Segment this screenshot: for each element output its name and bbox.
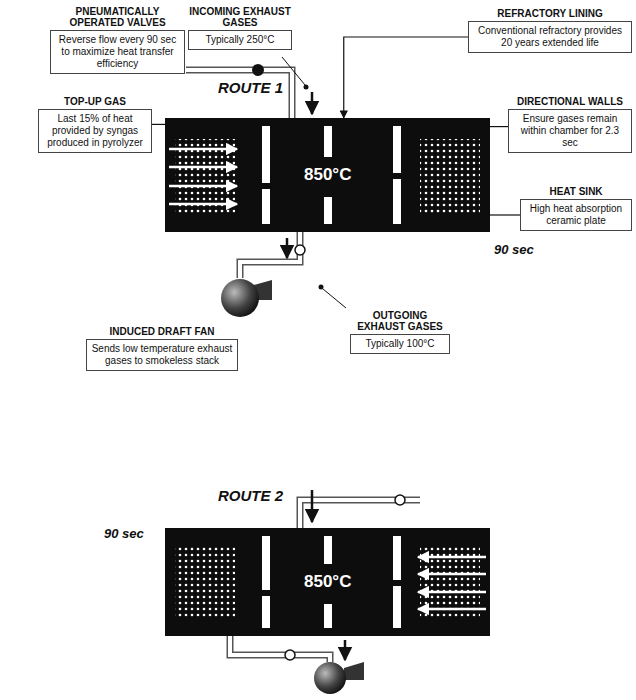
callout: TOP-UP GAS Last 15% of heat provided by s…: [38, 96, 152, 153]
fan-symbol: [314, 662, 364, 694]
cycle-time-label: 90 sec: [494, 242, 534, 257]
callout-heading: OUTGOING EXHAUST GASES: [350, 310, 450, 332]
callout-box: Reverse flow every 90 sec to maximize he…: [50, 30, 185, 74]
leader-line: [490, 126, 508, 127]
route-label: ROUTE 1: [218, 79, 283, 96]
callout-heading: TOP-UP GAS: [38, 96, 152, 107]
callout: INDUCED DRAFT FAN Sends low temperature e…: [86, 326, 238, 371]
callout: HEAT SINK High heat absorption ceramic pl…: [520, 186, 632, 231]
callout-heading: INCOMING EXHAUST GASES: [188, 6, 292, 28]
leader-dot: [319, 285, 324, 290]
cycle-time-label: 90 sec: [104, 526, 144, 541]
callout-box: Sends low temperature exhaust gases to s…: [86, 339, 238, 371]
valve-symbol: [395, 495, 405, 505]
callout: PNEUMATICALLY OPERATED VALVESReverse flo…: [50, 6, 185, 74]
leader-line: [282, 57, 305, 85]
flow-arrow: [311, 490, 314, 522]
valve-symbol: [252, 64, 264, 76]
callout-heading: REFRACTORY LINING: [468, 8, 632, 19]
callout-heading: HEAT SINK: [520, 186, 632, 197]
callout: REFRACTORY LINING Conventional refractory…: [468, 8, 632, 53]
duct: [230, 636, 330, 662]
callout-box: Last 15% of heat provided by syngas prod…: [38, 109, 152, 153]
callout-heading: PNEUMATICALLY OPERATED VALVES: [50, 6, 185, 28]
callout-box: Typically 100°C: [350, 334, 450, 354]
leader-dot: [304, 85, 309, 90]
callout-heading: DIRECTIONAL WALLS: [508, 96, 632, 107]
fan-symbol: [221, 279, 272, 317]
callout-heading: INDUCED DRAFT FAN: [86, 326, 238, 337]
leader-line: [323, 289, 346, 308]
callout-box: Typically 250°C: [188, 30, 292, 50]
callout: DIRECTIONAL WALLS Ensure gases remain wit…: [508, 96, 632, 153]
callout: INCOMING EXHAUST GASESTypically 250°C: [188, 6, 292, 50]
temperature-label: 850°C: [301, 572, 354, 592]
flow-arrow: [344, 640, 347, 660]
duct: [240, 232, 300, 278]
callout-box: Ensure gases remain within chamber for 2…: [508, 109, 632, 153]
combustion-chamber: 850°C: [165, 118, 490, 232]
route-label: ROUTE 2: [218, 487, 283, 504]
leader-line: [490, 214, 520, 215]
leader-line: [344, 37, 468, 118]
leader-line: [152, 124, 165, 125]
callout-box: Conventional refractory provides 20 year…: [468, 21, 632, 53]
flow-arrow: [311, 92, 314, 114]
temperature-label: 850°C: [301, 165, 354, 185]
valve-symbol: [285, 650, 295, 660]
valve-symbol: [295, 245, 305, 255]
flow-arrow: [286, 238, 289, 258]
callout: OUTGOING EXHAUST GASESTypically 100°C: [350, 310, 450, 354]
combustion-chamber: 850°C: [165, 528, 490, 636]
duct: [186, 70, 292, 118]
callout-box: High heat absorption ceramic plate: [520, 199, 632, 231]
